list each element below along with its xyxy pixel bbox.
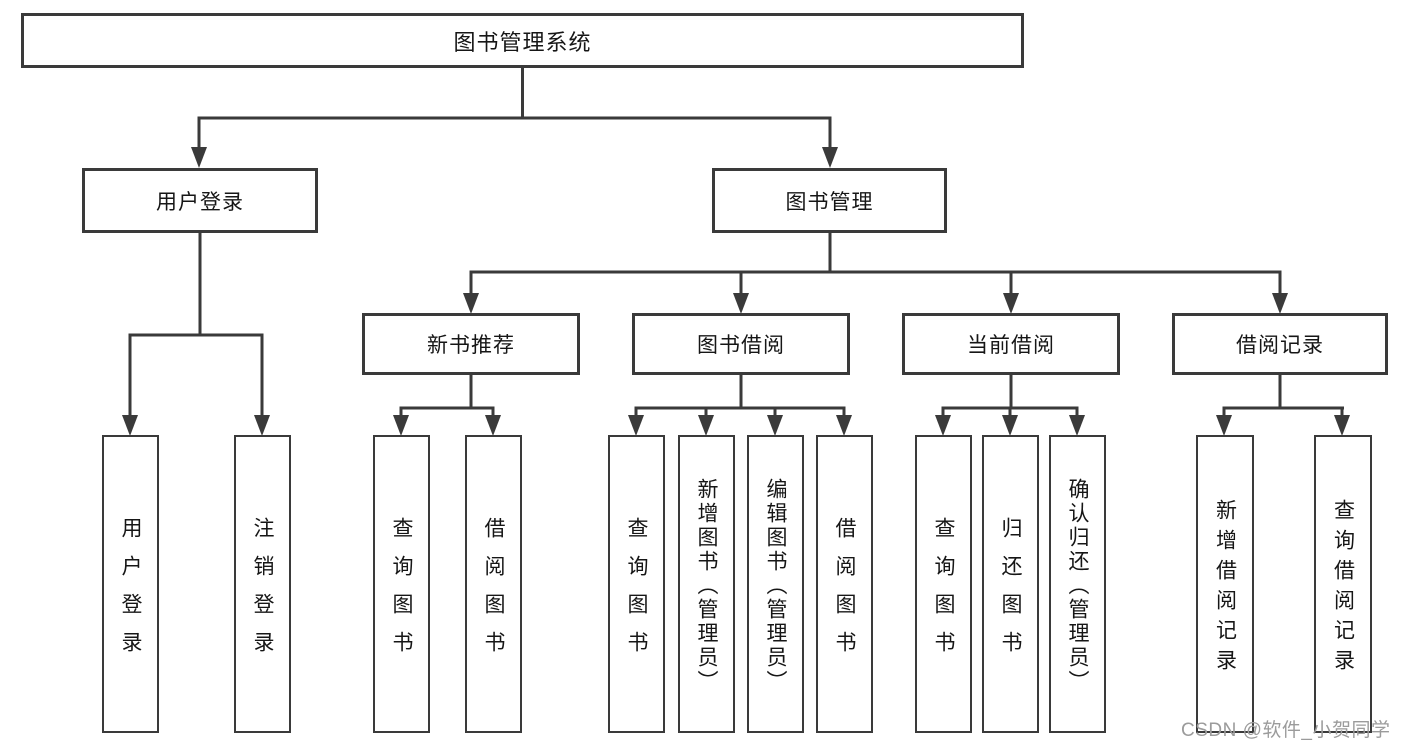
leaf-newbook-query-books-label: 查询图书 <box>390 516 413 669</box>
leaf-borrow-edit-books-admin-label: 编辑图书（管理员） <box>764 477 787 694</box>
node-current-borrow: 当前借阅 <box>902 313 1120 375</box>
leaf-current-return-books-label: 归还图书 <box>999 516 1022 669</box>
node-borrow-records-label: 借阅记录 <box>1236 334 1324 357</box>
csdn-watermark: CSDN @软件_小贺同学 <box>1181 720 1391 741</box>
node-borrow-records: 借阅记录 <box>1172 313 1388 375</box>
node-root-label: 图书管理系统 <box>453 29 592 55</box>
node-current-borrow-label: 当前借阅 <box>967 334 1055 357</box>
leaf-newbook-borrow-books: 借阅图书 <box>465 435 522 733</box>
leaf-newbook-borrow-books-label: 借阅图书 <box>482 516 505 669</box>
leaf-borrow-edit-books-admin: 编辑图书（管理员） <box>747 435 804 733</box>
node-book-management: 图书管理 <box>712 168 947 233</box>
leaf-records-add-record-label: 新增借阅记录 <box>1213 498 1237 679</box>
leaf-user-login-label: 用户登录 <box>119 516 142 669</box>
node-new-book-recommend-label: 新书推荐 <box>427 334 515 357</box>
leaf-records-query-record: 查询借阅记录 <box>1314 435 1372 733</box>
leaf-user-login: 用户登录 <box>102 435 159 733</box>
node-user-login-label: 用户登录 <box>156 190 244 214</box>
leaf-borrow-borrow-books: 借阅图书 <box>816 435 873 733</box>
node-user-login: 用户登录 <box>82 168 318 233</box>
node-book-borrow-label: 图书借阅 <box>697 334 785 357</box>
arrowheads <box>122 147 1350 436</box>
leaf-borrow-add-books-admin: 新增图书（管理员） <box>678 435 735 733</box>
leaf-borrow-query-books: 查询图书 <box>608 435 665 733</box>
node-book-management-label: 图书管理 <box>785 190 874 214</box>
leaf-current-return-books: 归还图书 <box>982 435 1039 733</box>
leaf-newbook-query-books: 查询图书 <box>373 435 430 733</box>
node-new-book-recommend: 新书推荐 <box>362 313 580 375</box>
leaf-current-confirm-return-admin: 确认归还（管理员） <box>1049 435 1106 733</box>
leaf-borrow-add-books-admin-label: 新增图书（管理员） <box>695 477 718 694</box>
node-book-borrow: 图书借阅 <box>632 313 850 375</box>
node-root: 图书管理系统 <box>21 13 1024 68</box>
leaf-borrow-borrow-books-label: 借阅图书 <box>833 516 856 669</box>
leaf-current-confirm-return-admin-label: 确认归还（管理员） <box>1066 477 1089 694</box>
leaf-current-query-books-label: 查询图书 <box>932 516 955 669</box>
leaf-borrow-query-books-label: 查询图书 <box>625 516 648 669</box>
leaf-logout-login-label: 注销登录 <box>251 516 274 669</box>
leaf-logout-login: 注销登录 <box>234 435 291 733</box>
leaf-records-add-record: 新增借阅记录 <box>1196 435 1254 733</box>
leaf-records-query-record-label: 查询借阅记录 <box>1331 498 1355 679</box>
leaf-current-query-books: 查询图书 <box>915 435 972 733</box>
